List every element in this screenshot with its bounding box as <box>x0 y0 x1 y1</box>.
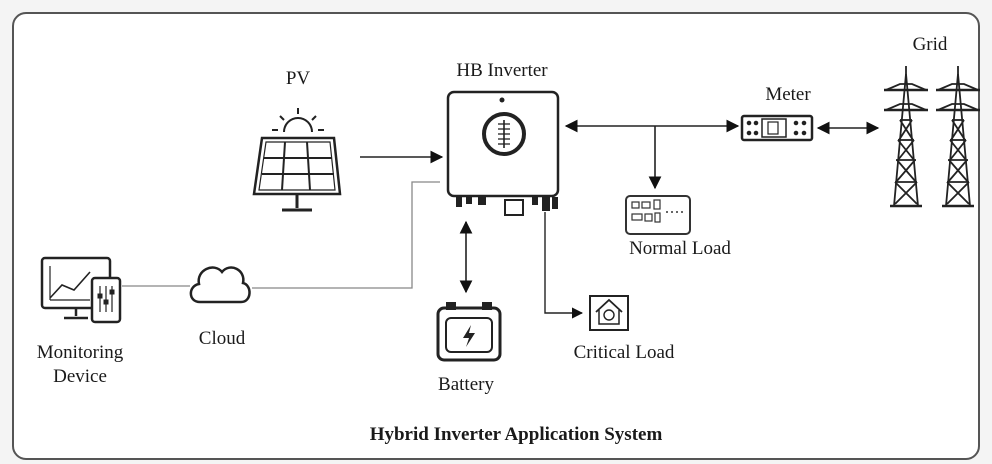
cloud-icon <box>189 266 251 304</box>
critical-load-icon <box>589 295 629 331</box>
critical-load-label: Critical Load <box>573 342 675 363</box>
normal-load-label: Normal Load <box>629 238 731 259</box>
inverter-icon <box>446 90 560 216</box>
diagram-frame <box>12 12 980 460</box>
diagram-title: Hybrid Inverter Application System <box>369 424 663 445</box>
inverter-label: HB Inverter <box>456 60 548 81</box>
grid-towers-icon <box>884 66 980 208</box>
normal-load-icon <box>625 195 691 235</box>
meter-icon <box>740 114 814 142</box>
battery-label: Battery <box>438 374 494 395</box>
monitoring-device-label-line2: Device <box>53 366 107 387</box>
battery-icon <box>436 302 502 362</box>
grid-label: Grid <box>912 34 948 55</box>
monitoring-device-label-line1: Monitoring <box>36 342 124 363</box>
cloud-label: Cloud <box>198 328 246 349</box>
connection-lines <box>122 119 880 319</box>
pv-label: PV <box>285 68 311 89</box>
meter-label: Meter <box>765 84 811 105</box>
pv-panel-icon <box>252 108 342 212</box>
monitoring-device-icon <box>40 256 122 324</box>
